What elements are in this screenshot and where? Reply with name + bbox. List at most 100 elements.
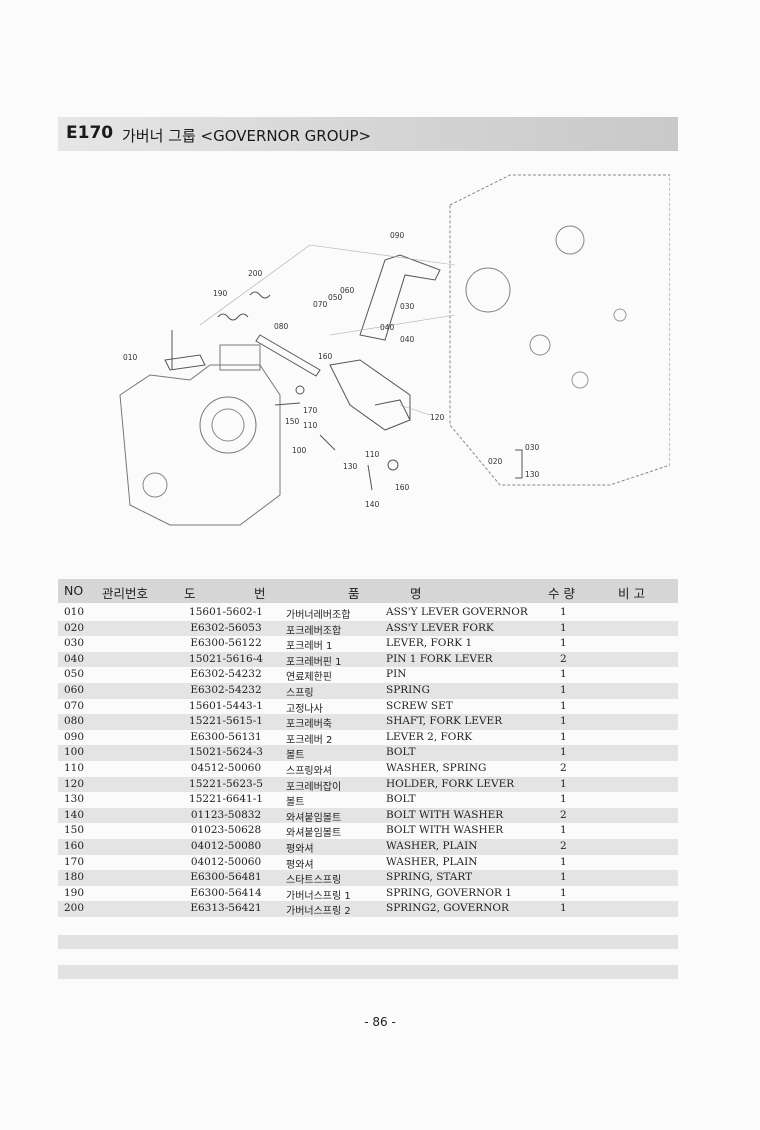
callout-label: 060 [340,286,355,295]
part-number: E6300-56481 [190,871,262,884]
part-name-en: SPRING, START [386,871,473,884]
part-number: 15221-6641-1 [189,793,263,806]
part-number: E6300-56122 [190,637,262,650]
row-no: 190 [64,886,85,899]
part-number: 15601-5602-1 [189,606,263,618]
part-number: 15221-5615-1 [189,715,263,728]
callout-label: 110 [365,450,380,459]
part-name-kr: 평와셔 [286,844,314,855]
quantity: 2 [560,840,567,852]
part-name-en: LEVER 2, FORK [386,730,473,743]
part-number: 01123-50832 [190,808,262,821]
part-name-kr: 연료제한핀 [286,672,332,684]
part-number: 04012-50080 [190,840,262,852]
part-name-kr: 포크레버조합 [286,625,342,637]
row-no: 060 [64,684,85,696]
callout-label: 040 [400,335,415,344]
callout-label: 110 [303,421,318,430]
row-no: 010 [64,606,85,618]
part-name-en: SHAFT, FORK LEVER [386,715,503,728]
col-no: NO [64,583,84,598]
part-name-en: BOLT WITH WASHER [386,808,504,821]
part-name-kr: 포크레버핀 1 [286,656,342,668]
part-name-en: HOLDER, FORK LEVER [386,777,515,790]
empty-row-band [58,935,678,949]
section-title: 가버너 그룹 <GOVERNOR GROUP> [122,127,372,145]
callout-label: 200 [248,269,263,278]
row-no: 070 [64,699,85,712]
empty-row-band [58,965,678,979]
part-number: E6302-54232 [190,684,262,696]
diagram-svg: 090 200 190 060 050 070 030 080 040 040 … [119,174,671,526]
row-no: 200 [64,902,85,915]
quantity: 1 [560,902,567,915]
row-no: 130 [64,793,85,806]
quantity: 1 [560,606,567,618]
part-name-kr: 와셔붙임볼트 [286,812,342,824]
callout-label: 170 [303,406,318,415]
part-name-kr: 고정나사 [286,703,323,715]
col-remark: 비 고 [618,586,645,601]
part-number: 04512-50060 [190,762,262,774]
exploded-parts-diagram: 090 200 190 060 050 070 030 080 040 040 … [110,165,671,545]
part-number: E6313-56421 [190,902,262,915]
part-number: 15021-5624-3 [189,746,263,759]
quantity: 1 [560,637,567,650]
callout-label: 050 [328,293,343,302]
quantity: 1 [560,715,567,728]
quantity: 1 [560,855,567,868]
col-part-no-1: 도 [184,586,196,601]
part-name-en: ASS'Y LEVER FORK [386,621,494,634]
part-name-kr: 스프링와셔 [286,766,332,777]
callout-label: 190 [213,289,228,298]
callout-label: 070 [313,300,328,309]
row-no: 120 [64,777,85,790]
quantity: 1 [560,621,567,634]
part-name-en: WASHER, PLAIN [386,840,478,852]
callout-label: 040 [380,323,395,332]
part-number: E6300-56131 [190,730,262,743]
part-name-en: SPRING [386,684,430,696]
callout-label: 010 [123,353,138,362]
col-part-no-2: 번 [254,586,266,601]
row-no: 080 [64,715,85,728]
section-code: E170 [66,123,114,143]
row-no: 030 [64,637,85,650]
quantity: 1 [560,699,567,712]
callout-label: 130 [343,462,358,471]
quantity: 1 [560,824,567,837]
part-number: 15601-5443-1 [189,699,263,712]
row-no: 040 [64,652,85,665]
callout-label: 120 [430,413,445,422]
callout-label: 080 [274,322,289,331]
quantity: 1 [560,871,567,884]
quantity: 1 [560,730,567,743]
part-name-kr: 스프링 [286,688,314,699]
part-number: E6300-56414 [190,886,262,899]
part-name-kr: 포크레버 1 [286,641,333,653]
row-no: 100 [64,746,85,759]
part-number: 15221-5623-5 [189,777,263,790]
quantity: 1 [560,668,567,681]
col-name-1: 품 [348,586,360,601]
part-name-kr: 스타트스프링 [286,875,342,887]
table-row: 080 15221-5615-1 포크레버축 SHAFT, FORK LEVER 1 [58,714,678,730]
col-mgmt-no: 관리번호 [102,586,149,601]
part-name-en: SCREW SET [386,699,453,712]
part-name-en: BOLT [386,793,416,806]
callout-label: 160 [318,352,333,361]
quantity: 2 [560,652,567,665]
part-name-kr: 포크레버축 [286,719,332,731]
